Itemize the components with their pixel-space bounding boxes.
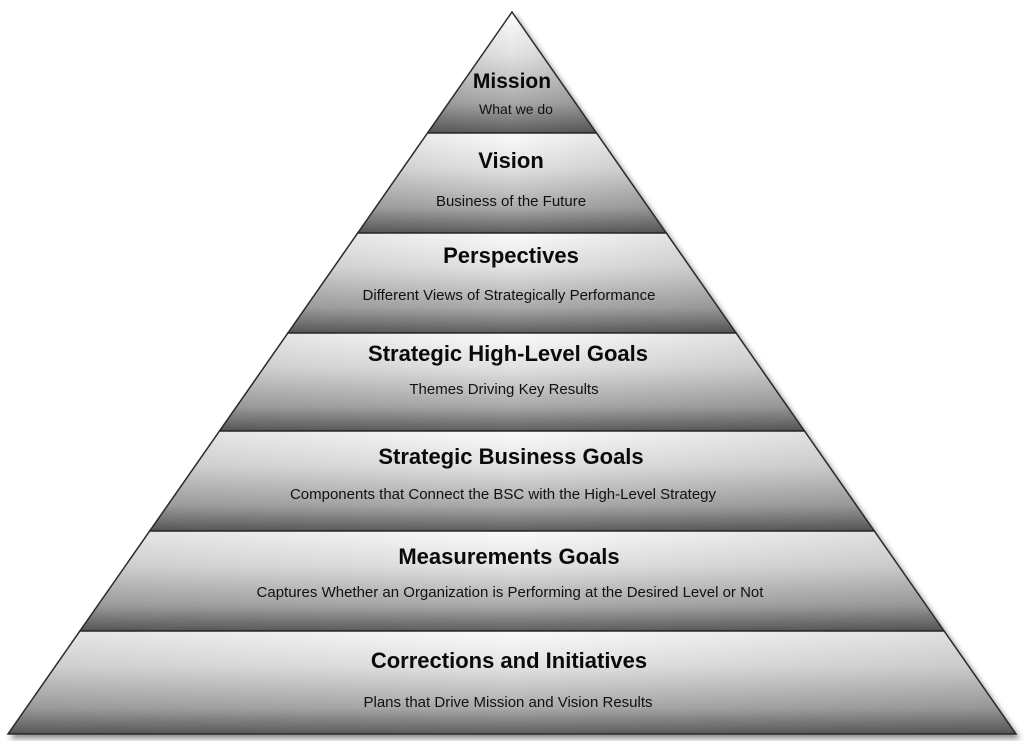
pyramid-band-shade-4: [219, 333, 805, 431]
level-6-title: Measurements Goals: [398, 544, 619, 569]
level-4-subtitle: Themes Driving Key Results: [409, 381, 598, 398]
level-1-title: Mission: [473, 70, 551, 93]
pyramid-band-shade-7: [8, 631, 1016, 734]
pyramid-bands: [6, 10, 1018, 735]
pyramid-band-shade-5: [149, 431, 875, 531]
level-7-subtitle: Plans that Drive Mission and Vision Resu…: [363, 694, 652, 711]
level-1-subtitle: What we do: [479, 101, 553, 117]
level-5-subtitle: Components that Connect the BSC with the…: [290, 486, 717, 503]
level-6-subtitle: Captures Whether an Organization is Perf…: [257, 584, 765, 601]
pyramid-band-shade-3: [287, 233, 737, 333]
pyramid-band-shade-1: [427, 12, 597, 133]
level-3-subtitle: Different Views of Strategically Perform…: [363, 287, 656, 304]
level-7-title: Corrections and Initiatives: [371, 648, 647, 673]
level-2-subtitle: Business of the Future: [436, 193, 586, 210]
pyramid-band-shade-6: [79, 531, 945, 631]
pyramid-band-shade-2: [357, 133, 667, 233]
level-3-title: Perspectives: [443, 243, 579, 268]
level-4-title: Strategic High-Level Goals: [368, 341, 648, 366]
level-5-title: Strategic Business Goals: [378, 444, 643, 469]
level-2-title: Vision: [478, 148, 544, 173]
